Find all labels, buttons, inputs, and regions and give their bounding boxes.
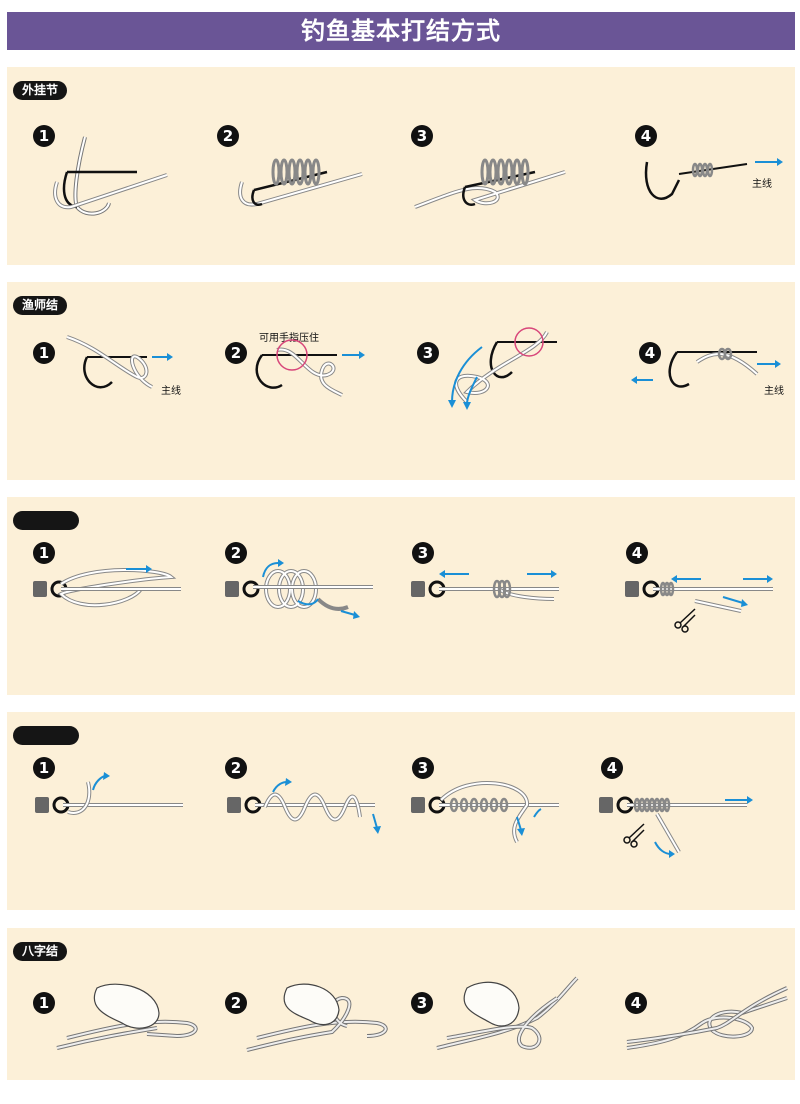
section-fisherman-knot: 渔师结 1 主线 2 可用手指压住 3 4 主 [7, 282, 795, 480]
hook-illustration [631, 347, 781, 388]
hook-illustration [414, 158, 566, 209]
hand-knot-illustration [436, 976, 579, 1050]
hook-illustration [644, 158, 783, 200]
section-tag: 渔师结 [13, 296, 68, 315]
swivel-illustration [625, 575, 773, 633]
hook-illustration [448, 327, 557, 410]
annotation-press-with-finger: 可用手指压住 [259, 333, 319, 344]
hook-illustration [238, 158, 363, 207]
step-number: 2 [217, 125, 239, 147]
hook-illustration [255, 339, 365, 397]
step-number: 1 [33, 542, 55, 564]
step-number: 4 [639, 342, 661, 364]
step-number: 3 [411, 992, 433, 1014]
section-outer-hang-knot: 外挂节 1 2 3 4 [7, 67, 795, 265]
annotation-main-line: 主线 [764, 386, 784, 397]
section-figure-eight-knot: 八字结 1 2 3 4 [7, 928, 795, 1080]
section-knot-3: 1 2 3 4 [7, 497, 795, 695]
hook-illustration [66, 335, 173, 389]
step-number: 4 [635, 125, 657, 147]
swivel-illustration [225, 559, 373, 619]
step-number: 2 [225, 542, 247, 564]
step-number: 1 [33, 342, 55, 364]
step-number: 3 [411, 125, 433, 147]
scissors-icon [623, 823, 645, 848]
step-number: 1 [33, 757, 55, 779]
swivel-illustration [599, 796, 753, 858]
step-number: 4 [626, 542, 648, 564]
hand-knot-illustration [246, 983, 388, 1052]
annotation-main-line: 主线 [161, 386, 181, 397]
section-tag: 八字结 [13, 942, 68, 961]
swivel-illustration [411, 570, 559, 601]
page-title: 钓鱼基本打结方式 [7, 12, 795, 50]
step-number: 3 [412, 757, 434, 779]
swivel-illustration [227, 778, 381, 834]
hook-illustration [53, 136, 168, 216]
step-number: 2 [225, 992, 247, 1014]
scissors-icon [674, 608, 696, 633]
step-number: 4 [625, 992, 647, 1014]
step-number: 4 [601, 757, 623, 779]
swivel-illustration [411, 780, 559, 843]
step-number: 2 [225, 757, 247, 779]
section-tag [13, 511, 79, 530]
section-tag [13, 726, 79, 745]
step-number: 3 [417, 342, 439, 364]
section-knot-4: 1 2 3 4 [7, 712, 795, 910]
section-tag: 外挂节 [13, 81, 68, 100]
swivel-illustration [35, 772, 183, 815]
knot-illustration [626, 986, 788, 1050]
swivel-illustration [33, 565, 181, 608]
step-number: 1 [33, 125, 55, 147]
step-number: 1 [33, 992, 55, 1014]
step-number: 3 [412, 542, 434, 564]
step-number: 2 [225, 342, 247, 364]
annotation-main-line: 主线 [752, 179, 772, 190]
hand-knot-illustration [56, 983, 198, 1050]
